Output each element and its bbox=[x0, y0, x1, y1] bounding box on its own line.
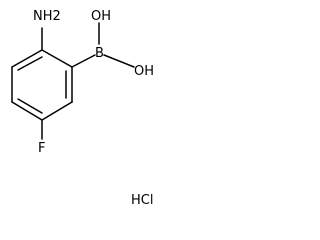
ring-double-bond-c4-c5 bbox=[17, 98, 43, 114]
ring-double-bond-c6-c1 bbox=[17, 56, 43, 71]
fluorine-label: F bbox=[38, 141, 45, 156]
ring-bond-c4-c5 bbox=[11, 101, 43, 121]
hydroxyl-right-label: OH bbox=[134, 64, 154, 79]
boron-label: B bbox=[95, 46, 104, 61]
bond-boron-to-right-oh bbox=[103, 54, 135, 68]
ring-bond-c1-c2 bbox=[41, 49, 73, 68]
hydroxyl-top-label: OH bbox=[91, 9, 111, 24]
benzene-ring bbox=[11, 49, 73, 121]
ring-bond-c6-c1 bbox=[11, 49, 43, 68]
ring-bond-c3-c4 bbox=[41, 101, 73, 121]
salt-label: HCl bbox=[131, 193, 153, 208]
amino-label: NH2 bbox=[33, 9, 61, 24]
bond-ring-to-boron bbox=[71, 54, 96, 68]
molecule-structure: NH2 B OH OH F HCl bbox=[11, 9, 154, 208]
